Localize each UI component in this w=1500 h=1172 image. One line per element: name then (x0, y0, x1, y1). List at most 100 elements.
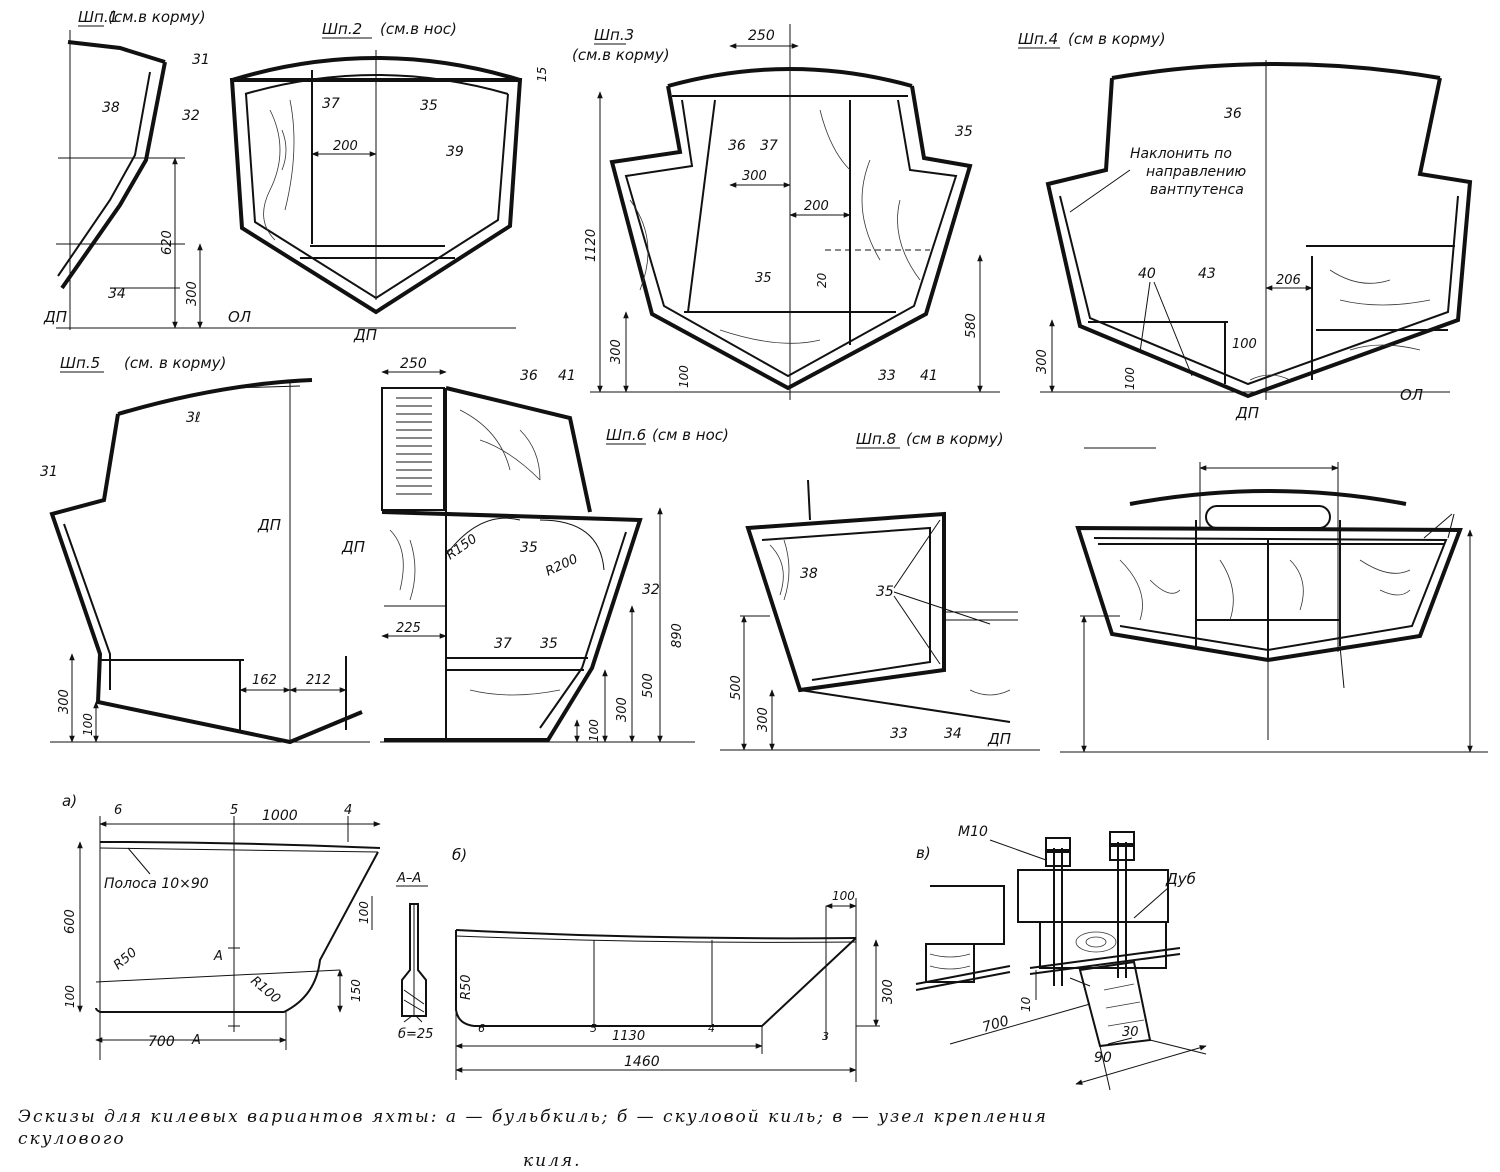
sketch-b-dimension: 1460 (624, 1054, 660, 1070)
sketch-a-section-mark: А (213, 949, 223, 964)
frame-6-label: 35 (540, 636, 558, 652)
frame-8-label: 34 (944, 726, 962, 742)
frame-4-drawing: Шп.4 (см в корму) 36 Наклонить по направ… (1018, 30, 1473, 422)
frame-6-radius-label: R200 (543, 552, 580, 580)
frame-3-dimension: 580 (964, 313, 979, 338)
sketch-a-station: 6 (114, 803, 122, 818)
frame-5-drawing: Шп.5 (см. в корму) 31 3ℓ ДП 162 212 300 … (40, 354, 370, 745)
frame-1-waterline-label: ОЛ (228, 308, 251, 326)
frame-5-dimension: 100 (81, 713, 95, 736)
frame-8-label: 35 (876, 584, 894, 600)
frame-3-dimension: 200 (804, 199, 829, 214)
frame-2-dimension: 200 (333, 139, 358, 154)
section-a-a-thickness: б=25 (398, 1027, 433, 1042)
frame-6-label: 32 (642, 582, 660, 598)
sketch-b-station: 5 (590, 1022, 597, 1035)
figure-caption: Эскизы для килевых вариантов яхты: а — б… (18, 1106, 1138, 1172)
frame-5-title: Шп.5 (60, 354, 100, 372)
sketch-c-dimension: 10 (1019, 996, 1033, 1012)
sketch-a-dimension: 700 (148, 1034, 175, 1050)
frame-3-label: 33 (878, 368, 896, 384)
sketch-a-station: 4 (344, 803, 352, 818)
frame-4-centerline-label: ДП (1235, 404, 1259, 422)
caption-line-2: киля. (523, 1151, 582, 1171)
transom-drawing (1060, 447, 1488, 753)
frame-2-drawing: Шп.2 (см.в нос) 37 35 15 39 200 ДП (229, 20, 549, 344)
frame-4-annotation: направлению (1146, 164, 1246, 180)
frame-5-dimension: 300 (57, 689, 72, 714)
frame-1-label: 34 (108, 286, 126, 302)
frame-8-dimension: 300 (756, 707, 771, 732)
frame-6-dimension: 890 (670, 623, 685, 648)
frame-6-dimension: 500 (641, 673, 656, 698)
frame-1-dimension: 300 (185, 281, 200, 306)
frame-4-dimension: 300 (1035, 349, 1050, 374)
frame-4-label: 40 (1138, 266, 1156, 282)
sketch-a-strip-label: Полоса 10×90 (104, 876, 209, 892)
sketch-a-dimension: 1000 (262, 808, 298, 824)
frame-8-label: 38 (800, 566, 818, 582)
frame-1-drawing: Шп.1 (см.в корму) 31 38 32 34 620 300 ДП… (43, 8, 516, 330)
frame-4-label: 36 (1224, 106, 1242, 122)
frame-4-label: 43 (1198, 266, 1216, 282)
frame-6-dimension: 300 (615, 697, 630, 722)
sketch-a-radius: R100 (247, 974, 283, 1007)
vent-louvre (396, 397, 432, 495)
frame-3-dimension: 300 (742, 169, 767, 184)
frame-6-label: 37 (494, 636, 512, 652)
frame-6-dimension: 250 (400, 356, 427, 372)
sketch-c-dimension: 90 (1094, 1050, 1112, 1066)
frame-4-waterline-label: ОЛ (1400, 386, 1423, 404)
sketch-a-section-mark: А (191, 1033, 201, 1048)
frame-6-dimension: 225 (396, 621, 421, 636)
frame-4-annotation: Наклонить по (1130, 146, 1232, 162)
frame-3-label: 37 (760, 138, 778, 154)
frame-3-title: Шп.3 (594, 26, 634, 44)
frame-1-centerline-label: ДП (43, 308, 67, 326)
frame-5-label: 3ℓ (186, 410, 201, 426)
frame-6-label: 41 (558, 368, 576, 384)
frame-6-label: 35 (520, 540, 538, 556)
frame-4-dimension: 100 (1232, 337, 1257, 352)
frame-2-label: 35 (420, 98, 438, 114)
sketch-a-radius: R50 (111, 945, 140, 973)
sketch-b-station: 4 (708, 1022, 715, 1035)
frame-4-dimension: 100 (1123, 367, 1137, 390)
frame-6-radius-label: R150 (444, 532, 480, 564)
frame-6-title: Шп.6 (606, 426, 646, 444)
frame-4-note: (см в корму) (1068, 30, 1166, 48)
frame-1-dimension: 620 (160, 230, 175, 255)
frame-3-label: 35 (955, 124, 973, 140)
frame-3-label: 36 (728, 138, 746, 154)
frame-6-dimension: 100 (587, 719, 601, 742)
frame-5-note: (см. в корму) (124, 354, 226, 372)
sketch-a-tag: а) (62, 792, 77, 810)
frame-3-dimension: 1120 (584, 229, 599, 262)
sketch-b-dimension: 100 (832, 889, 855, 903)
sketch-b-dimension: 300 (881, 979, 896, 1004)
section-a-a-title: А–А (396, 871, 421, 886)
frame-2-note: (см.в нос) (380, 20, 457, 38)
frame-2-label: 15 (535, 67, 549, 82)
sketch-a-dimension: 600 (63, 909, 78, 934)
frame-1-title: Шп.1 (78, 8, 118, 26)
frame-3-note: (см.в корму) (572, 46, 670, 64)
frame-3-label: 41 (920, 368, 938, 384)
sketch-b-tag: б) (452, 846, 467, 864)
sketch-c-tag: в) (916, 844, 931, 862)
sketch-b-dimension: 1130 (612, 1029, 645, 1044)
frame-3-dimension: 100 (677, 365, 691, 388)
frame-2-label: 39 (446, 144, 464, 160)
frame-5-dimension: 212 (306, 673, 331, 688)
sketch-c-bolt-label: М10 (958, 824, 988, 840)
sketch-c-dimension: 30 (1122, 1025, 1139, 1040)
sketch-b-bilge-keel: б) 100 R50 300 6 5 1130 4 3 1460 (452, 846, 896, 1082)
frame-8-centerline-label: ДП (987, 730, 1011, 748)
sketch-a-bulb-keel: а) 6 5 1000 4 Полоса 10×90 600 100 R50 А… (62, 792, 381, 1060)
frame-8-note: (см в корму) (906, 430, 1004, 448)
frame-4-title: Шп.4 (1018, 30, 1058, 48)
frame-1-label: 31 (192, 52, 210, 68)
frame-6-centerline-label: ДП (341, 538, 365, 556)
sketch-b-radius: R50 (459, 974, 474, 1000)
